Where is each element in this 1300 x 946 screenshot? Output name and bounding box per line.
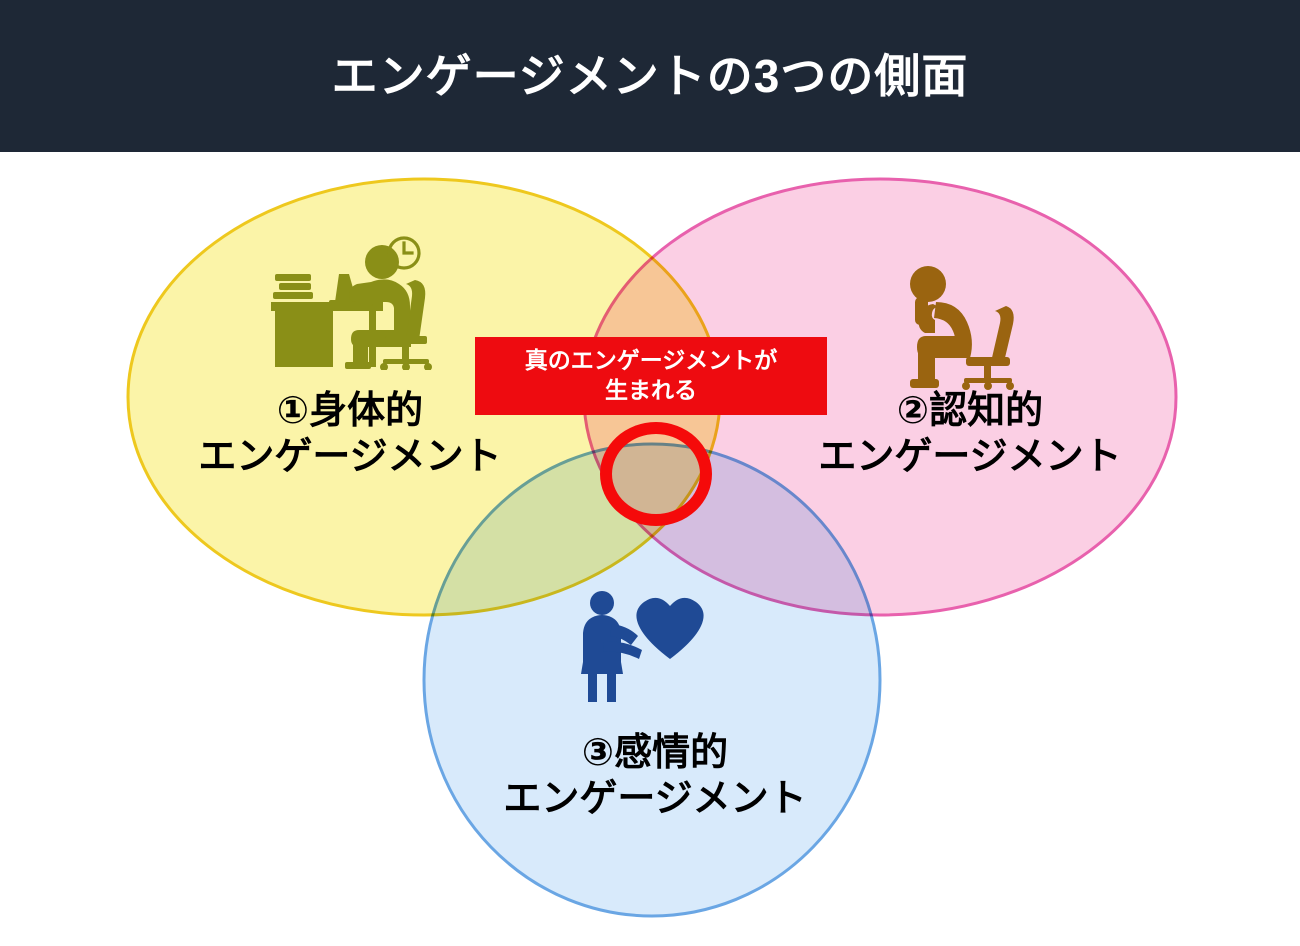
- thinking-person-icon: [910, 266, 1014, 390]
- venn-diagram: 真のエンゲージメントが 生まれる ①身体的 エンゲージメント ②認知的 エンゲー…: [0, 152, 1300, 946]
- venn-label-physical-line1: ①身体的: [276, 390, 424, 432]
- page-header: エンゲージメントの3つの側面: [0, 0, 1300, 152]
- intersection-callout: 真のエンゲージメントが 生まれる: [475, 337, 827, 415]
- venn-label-emotional-line1: ③感情的: [581, 732, 729, 774]
- venn-label-emotional: ③感情的 エンゲージメント: [455, 730, 855, 823]
- venn-label-physical: ①身体的 エンゲージメント: [150, 388, 550, 481]
- venn-shapes: [126, 177, 1178, 918]
- callout-line-2: 生まれる: [605, 377, 697, 403]
- venn-label-cognitive: ②認知的 エンゲージメント: [770, 388, 1170, 481]
- person-holding-heart-icon: [581, 591, 704, 702]
- intersection-highlight-ring: [600, 422, 712, 526]
- desk-worker-icon: [271, 245, 432, 370]
- venn-label-emotional-line2: エンゲージメント: [503, 778, 807, 821]
- venn-label-cognitive-line1: ②認知的: [896, 390, 1044, 432]
- clock-icon: [387, 236, 421, 270]
- venn-label-cognitive-line2: エンゲージメント: [818, 436, 1122, 479]
- callout-line-1: 真のエンゲージメントが: [524, 347, 778, 374]
- venn-label-physical-line2: エンゲージメント: [198, 436, 502, 479]
- page-title: エンゲージメントの3つの側面: [331, 50, 969, 102]
